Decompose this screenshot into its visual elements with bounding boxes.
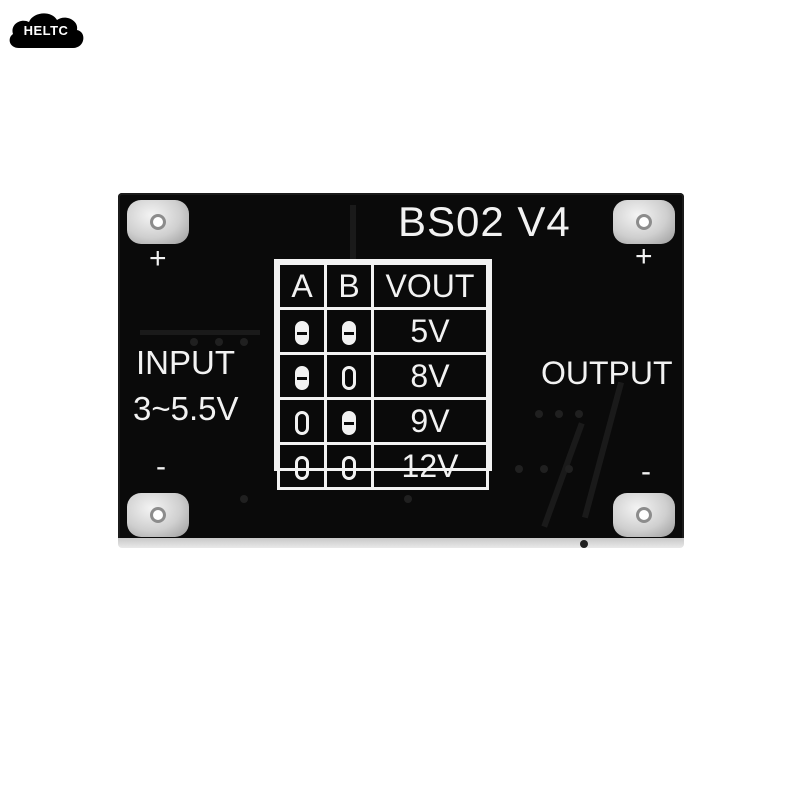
via [575,410,583,418]
input-voltage-range: 3~5.5V [133,390,239,427]
table-header-row: A B VOUT [277,262,489,310]
pcb-edge [118,538,684,548]
jumper-a-cell [277,307,327,355]
table-row: 5V [277,307,489,355]
via [540,465,548,473]
output-minus-label: - [641,455,651,488]
jumper-b-cell [324,397,374,445]
via [555,410,563,418]
voltage-selection-table: A B VOUT 5V 8V 9V 12V [274,259,492,490]
vout-value: 8V [371,352,489,400]
vout-value: 9V [371,397,489,445]
solder-pad-icon [342,411,356,436]
input-minus-label: - [156,450,166,483]
via [215,338,223,346]
table-row: 8V [277,352,489,400]
table-row: 12V [277,442,489,490]
solder-pad-icon [295,411,309,436]
board-model-label: BS02 V4 [398,198,571,245]
solder-pad-icon [295,366,309,391]
via [535,410,543,418]
trace [140,330,260,335]
via [515,465,523,473]
via [190,338,198,346]
column-header-b: B [324,262,374,310]
via [580,540,588,548]
mounting-hole-top-right [613,200,675,244]
table-row: 9V [277,397,489,445]
via [240,495,248,503]
jumper-b-cell [324,352,374,400]
jumper-a-cell [277,442,327,490]
via [240,338,248,346]
solder-pad-icon [342,366,356,391]
mounting-hole-bottom-left [127,493,189,537]
mounting-hole-top-left [127,200,189,244]
jumper-b-cell [324,307,374,355]
jumper-a-cell [277,397,327,445]
column-header-vout: VOUT [371,262,489,310]
solder-pad-icon [342,456,356,481]
column-header-a: A [277,262,327,310]
solder-pad-icon [295,456,309,481]
jumper-b-cell [324,442,374,490]
input-plus-label: + [149,242,167,275]
trace [350,205,356,265]
via [404,495,412,503]
input-label: INPUT [136,344,235,381]
output-plus-label: + [635,240,653,273]
brand-logo: HELTC [5,8,87,52]
solder-pad-icon [295,321,309,346]
mounting-hole-bottom-right [613,493,675,537]
vout-value: 5V [371,307,489,355]
vout-value: 12V [371,442,489,490]
jumper-a-cell [277,352,327,400]
brand-name: HELTC [23,23,69,38]
cloud-badge-icon [9,13,84,49]
output-label: OUTPUT [541,355,673,391]
via [565,465,573,473]
solder-pad-icon [342,321,356,346]
